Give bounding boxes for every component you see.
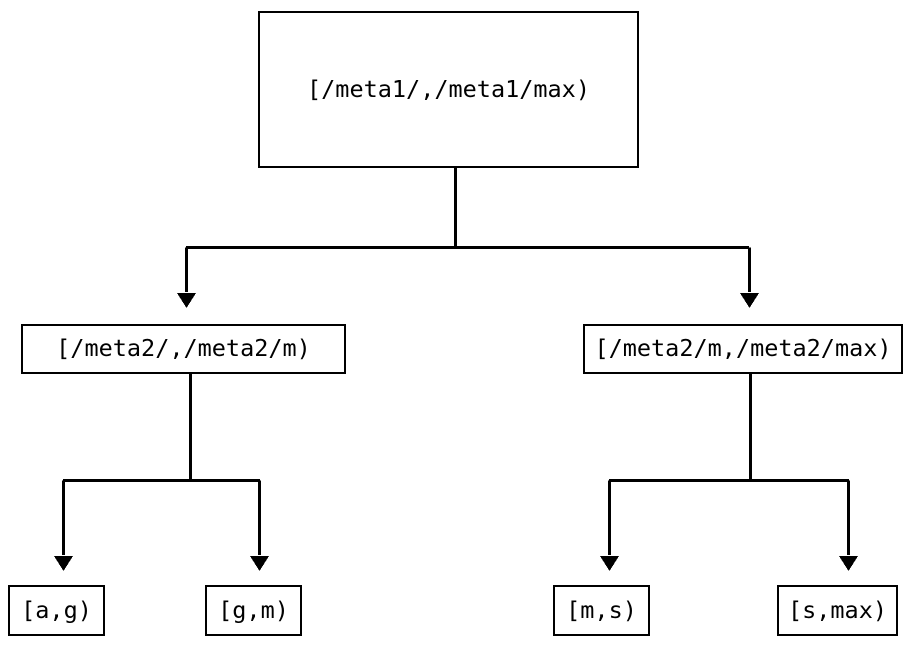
arrowhead-down-icon-leaf-ms xyxy=(600,556,619,571)
node-leaf-ag[interactable]: [a,g) xyxy=(8,585,105,636)
node-leaf-ms[interactable]: [m,s) xyxy=(553,585,650,636)
arrowhead-down-icon-mid-left xyxy=(177,293,196,308)
node-root-label: [/meta1/,/meta1/max) xyxy=(307,74,590,103)
node-leaf-ag-label: [a,g) xyxy=(21,595,92,624)
node-mid-right[interactable]: [/meta2/m,/meta2/max) xyxy=(583,324,903,374)
node-leaf-gm[interactable]: [g,m) xyxy=(205,585,302,636)
arrowhead-down-icon-leaf-gm xyxy=(250,556,269,571)
node-mid-left[interactable]: [/meta2/,/meta2/m) xyxy=(21,324,346,374)
node-leaf-gm-label: [g,m) xyxy=(218,595,289,624)
node-mid-right-label: [/meta2/m,/meta2/max) xyxy=(594,334,892,363)
arrowhead-down-icon-leaf-smax xyxy=(839,556,858,571)
node-root[interactable]: [/meta1/,/meta1/max) xyxy=(258,11,639,168)
node-leaf-ms-label: [m,s) xyxy=(566,595,637,624)
arrowhead-down-icon-leaf-ag xyxy=(54,556,73,571)
node-mid-left-label: [/meta2/,/meta2/m) xyxy=(56,334,311,363)
node-leaf-smax[interactable]: [s,max) xyxy=(777,585,898,636)
arrowhead-down-icon-mid-right xyxy=(740,293,759,308)
node-leaf-smax-label: [s,max) xyxy=(787,595,888,624)
